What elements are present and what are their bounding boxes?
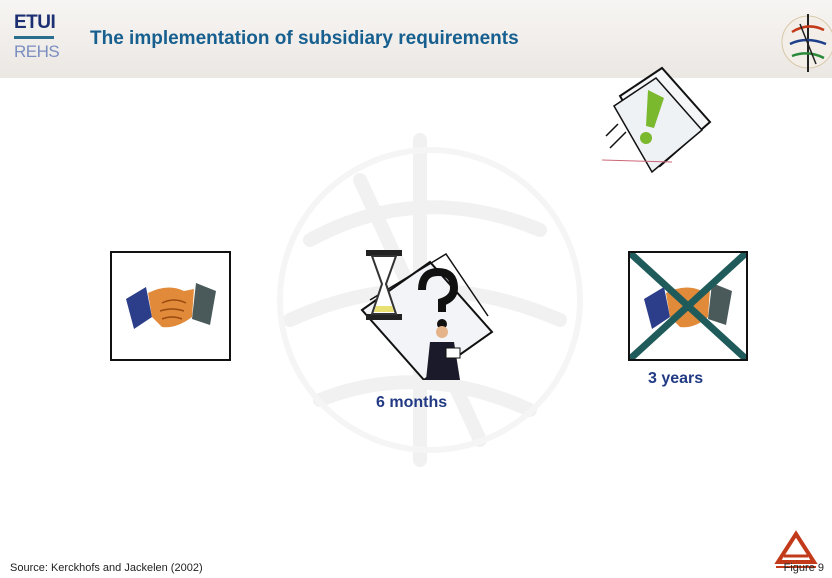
document-exclamation-icon bbox=[601, 66, 712, 174]
six-months-caption: 6 months bbox=[376, 394, 448, 411]
crossed-out-handshake-icon bbox=[630, 253, 746, 359]
header-bar: ETUI REHS The implementation of subsidia… bbox=[0, 0, 832, 78]
figure-number: Figure 9 bbox=[783, 562, 824, 574]
handshake-frame bbox=[110, 251, 231, 361]
logo-etui-text: ETUI bbox=[14, 12, 56, 33]
logo-rule bbox=[14, 36, 54, 39]
source-note: Source: Kerckhofs and Jackelen (2002) bbox=[10, 562, 203, 574]
etuc-logo-icon bbox=[774, 530, 818, 568]
three-years-caption: 3 years bbox=[648, 370, 704, 387]
page-title: The implementation of subsidiary require… bbox=[90, 28, 519, 49]
emblem-icon bbox=[781, 14, 832, 72]
etui-rehs-logo: ETUI REHS bbox=[8, 12, 68, 70]
handshake-icon bbox=[126, 283, 216, 329]
crossed-handshake-frame bbox=[628, 251, 748, 361]
hourglass-question-businessman-icon bbox=[360, 250, 494, 380]
logo-rehs-text: REHS bbox=[14, 42, 60, 61]
